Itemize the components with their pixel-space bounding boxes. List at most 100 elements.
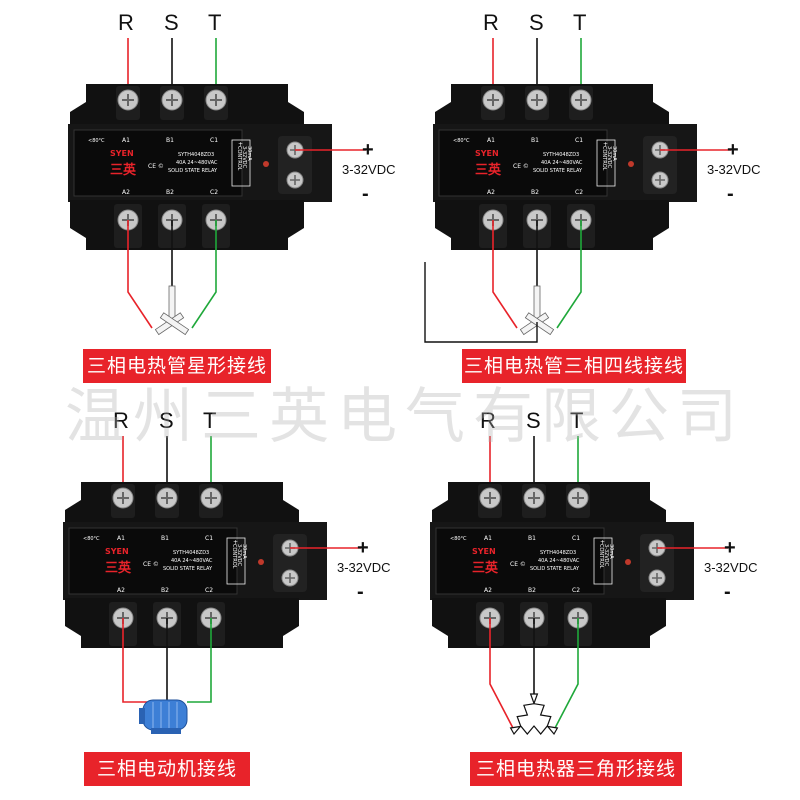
control-plus: + — [233, 539, 238, 546]
dc-minus-label: - — [357, 581, 364, 603]
load-wire-r — [127, 220, 153, 329]
heater-tube — [159, 312, 190, 336]
terminal-label-top: C1 — [205, 535, 213, 542]
phase-label-t: T — [573, 10, 586, 35]
brand-name: SYEN — [475, 149, 499, 158]
load-wire-t — [556, 220, 582, 329]
terminal-label-bottom: C2 — [210, 189, 218, 196]
svg-text:CONTROL: CONTROL — [231, 544, 237, 569]
caption-four-wire-connection: 三相电热管三相四线接线 — [462, 349, 686, 383]
svg-text:CONTROL: CONTROL — [236, 146, 242, 171]
caption-star-connection: 三相电热管星形接线 — [83, 349, 271, 383]
phase-label-t: T — [203, 408, 216, 433]
terminal-label-bottom: B2 — [531, 189, 539, 196]
terminal-label-bottom: C2 — [205, 587, 213, 594]
model-number: SYTH4048ZD3 — [543, 152, 579, 158]
phase-label-r: R — [480, 408, 496, 433]
terminal-label-top: A1 — [117, 535, 125, 542]
caption-delta-connection: 三相电热器三角形接线 — [470, 752, 682, 786]
load-wire-t — [553, 618, 579, 731]
phase-label-r: R — [483, 10, 499, 35]
dc-voltage-label: 3-32VDC — [337, 560, 390, 575]
terminal-label-top: A1 — [487, 137, 495, 144]
control-plus: + — [238, 141, 243, 148]
dc-plus-label: + — [362, 139, 374, 161]
phase-label-r: R — [118, 10, 134, 35]
solid-state-relay — [62, 481, 328, 649]
heater-tube — [533, 285, 541, 321]
terminal-label-bottom: C2 — [575, 189, 583, 196]
motor-shaft — [139, 708, 145, 724]
brand-name-cn: 三英 — [105, 560, 132, 576]
brand-name-cn: 三英 — [472, 560, 499, 576]
svg-text:CONTROL: CONTROL — [601, 146, 607, 171]
caption-motor-connection: 三相电动机接线 — [84, 752, 250, 786]
dc-minus-label: - — [362, 183, 369, 205]
cert-marks: CE © — [143, 561, 159, 568]
terminal-label-bottom: A2 — [122, 189, 130, 196]
dc-plus-label: + — [357, 537, 369, 559]
dc-minus-label: - — [727, 183, 734, 205]
load-wire-r — [122, 618, 147, 703]
phase-label-t: T — [570, 408, 583, 433]
brand-name-cn: 三英 — [475, 162, 502, 178]
terminal-label-top: B1 — [528, 535, 536, 542]
neutral-wire — [424, 262, 538, 343]
brand-name: SYEN — [472, 547, 496, 556]
terminal-label-top: A1 — [484, 535, 492, 542]
svg-text:30mA: 30mA — [241, 544, 247, 559]
relay-type: SOLID STATE RELAY — [530, 566, 580, 572]
temp-label: <80°C — [450, 536, 467, 542]
heater-tube — [168, 285, 176, 321]
svg-text:3-32VDC: 3-32VDC — [241, 146, 247, 169]
phase-label-r: R — [113, 408, 129, 433]
solid-state-relay — [429, 481, 695, 649]
motor-base — [151, 728, 181, 734]
terminal-label-bottom: B2 — [161, 587, 169, 594]
svg-text:30mA: 30mA — [611, 146, 617, 161]
rating-spec: 40A 24~480VAC — [171, 558, 213, 564]
solid-state-relay — [432, 83, 698, 251]
dc-voltage-label: 3-32VDC — [342, 162, 395, 177]
svg-text:30mA: 30mA — [246, 146, 252, 161]
rating-spec: 40A 24~480VAC — [176, 160, 218, 166]
terminal-label-bottom: C2 — [572, 587, 580, 594]
terminal-label-bottom: A2 — [117, 587, 125, 594]
brand-name: SYEN — [110, 149, 134, 158]
watermark: 温州三英电气有限公司 — [65, 382, 745, 452]
terminal-label-top: C1 — [572, 535, 580, 542]
terminal-label-bottom: A2 — [487, 189, 495, 196]
model-number: SYTH4048ZD3 — [173, 550, 209, 556]
svg-text:CONTROL: CONTROL — [598, 544, 604, 569]
svg-text:30mA: 30mA — [608, 544, 614, 559]
phase-label-s: S — [164, 10, 179, 35]
svg-text:3-32VDC: 3-32VDC — [606, 146, 612, 169]
dc-plus-label: + — [727, 139, 739, 161]
terminal-label-bottom: B2 — [166, 189, 174, 196]
dc-voltage-label: 3-32VDC — [707, 162, 760, 177]
dc-voltage-label: 3-32VDC — [704, 560, 757, 575]
heater-tube — [524, 312, 555, 336]
motor-icon — [142, 699, 188, 731]
phase-label-s: S — [526, 408, 541, 433]
terminal-label-top: A1 — [122, 137, 130, 144]
rating-spec: 40A 24~480VAC — [538, 558, 580, 564]
load-wire-t — [187, 618, 212, 703]
phase-label-s: S — [159, 408, 174, 433]
brand-name: SYEN — [105, 547, 129, 556]
phase-label-s: S — [529, 10, 544, 35]
cert-marks: CE © — [148, 163, 164, 170]
rating-spec: 40A 24~480VAC — [541, 160, 583, 166]
solid-state-relay — [67, 83, 333, 251]
relay-type: SOLID STATE RELAY — [533, 168, 583, 174]
temp-label: <80°C — [453, 138, 470, 144]
